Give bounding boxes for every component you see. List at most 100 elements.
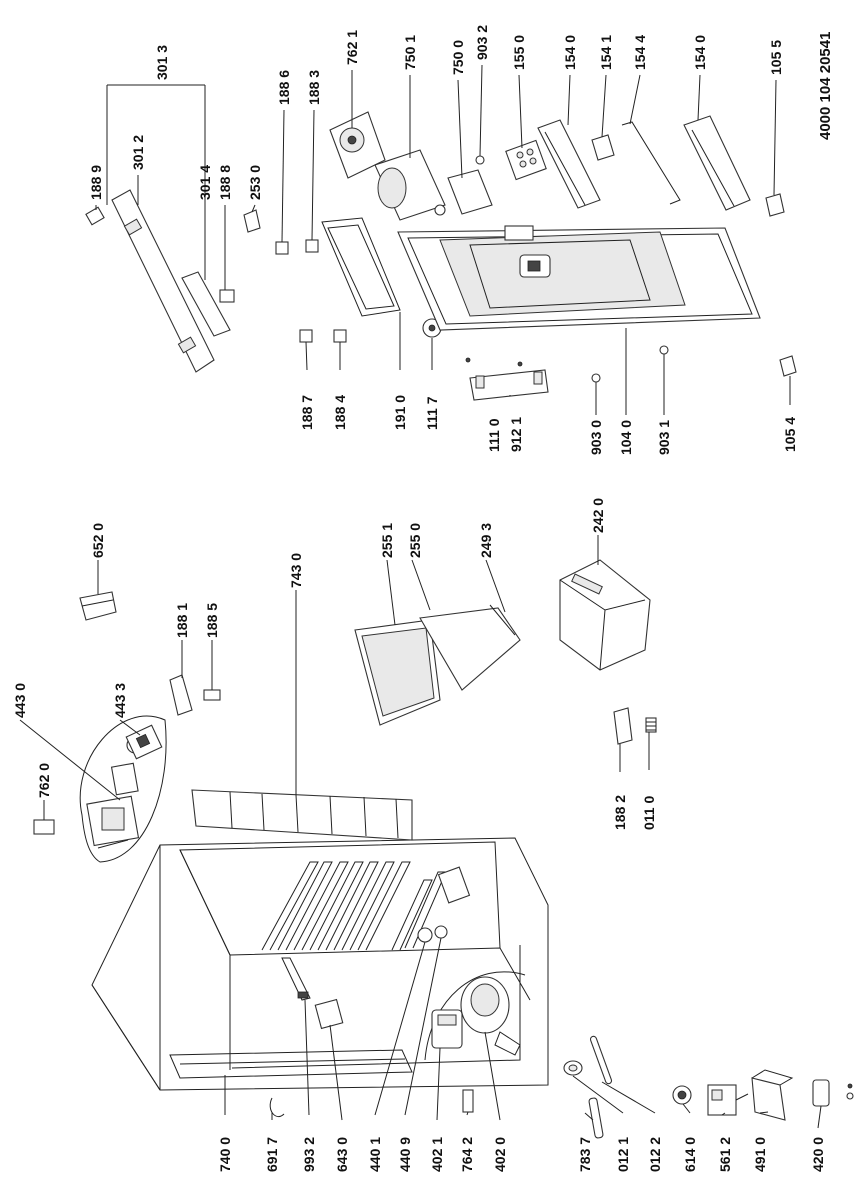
part-011-0 [645,717,657,733]
label-242-0: 242 0 [590,498,606,533]
label-783-7: 783 7 [577,1137,593,1172]
document-number: 4000 104 20541 [817,32,834,140]
left-small-parts [563,1035,854,1139]
label-561-2: 561 2 [717,1137,733,1172]
part-750-0 [447,169,493,215]
part-labels: 740 0 691 7 993 2 643 0 440 1 440 9 402 … [12,25,834,1172]
label-188-7: 188 7 [299,395,315,430]
label-912-1: 912 1 [508,417,524,452]
label-903-1: 903 1 [656,420,672,455]
part-105-4 [779,355,797,377]
door-assembly [85,111,797,401]
part-012-2 [589,1035,613,1085]
label-691-7: 691 7 [264,1137,280,1172]
label-105-5: 105 5 [768,40,784,75]
label-255-1: 255 1 [379,523,395,558]
middle-parts [33,559,657,863]
part-561-2 [707,1084,749,1116]
label-111-7: 111 7 [424,396,440,430]
part-188-7 [299,329,313,343]
part-188-6 [275,241,289,255]
part-188-9 [85,206,105,226]
part-154-0-bin-b [683,115,751,211]
part-443-0 [79,715,167,863]
part-249-3 [419,604,521,691]
label-155-0: 155 0 [511,35,527,70]
label-105-4: 105 4 [782,417,798,452]
label-301-2: 301 2 [130,135,146,170]
leader-lines [19,64,791,1121]
label-440-1: 440 1 [367,1137,383,1172]
label-188-1: 188 1 [174,603,190,638]
label-253-0: 253 0 [247,165,263,200]
label-012-2: 012 2 [647,1137,663,1172]
label-443-3: 443 3 [112,683,128,718]
part-154-0-bin-a [537,119,601,209]
label-188-5: 188 5 [204,603,220,638]
label-154-0-b: 154 0 [692,35,708,70]
label-301-4: 301 4 [197,165,213,200]
part-652-0 [79,591,117,621]
part-903-1 [659,345,669,355]
label-420-0: 420 0 [810,1137,826,1172]
label-188-6: 188 6 [276,70,292,105]
label-764-2: 764 2 [459,1137,475,1172]
part-643-0 [314,998,344,1030]
label-011-0: 011 0 [641,796,657,830]
label-154-0-a: 154 0 [562,35,578,70]
part-188-3 [305,239,319,253]
label-154-1: 154 1 [598,35,614,70]
label-740-0: 740 0 [217,1137,233,1172]
label-903-2: 903 2 [474,25,490,60]
part-191-0 [321,217,401,317]
label-188-2: 188 2 [612,795,628,830]
part-154-1 [591,134,615,161]
part-188-8 [219,289,235,303]
part-750-1 [374,149,446,221]
shelf-rails [261,861,471,951]
label-762-0: 762 0 [36,763,52,798]
label-191-0: 191 0 [392,395,408,430]
part-188-2 [613,707,633,745]
part-764-2 [462,1089,474,1113]
label-614-0: 614 0 [682,1137,698,1172]
part-420-0 [812,1079,830,1107]
label-104-0: 104 0 [618,420,634,455]
label-443-0: 443 0 [12,683,28,718]
part-743-0 [191,789,413,841]
part-255-shelf [354,619,441,726]
label-111-0: 111 0 [486,418,502,452]
label-440-9: 440 9 [397,1137,413,1172]
compressor [431,976,521,1056]
fan-440-1 [417,927,433,943]
part-740-0 [169,1049,413,1079]
part-188-5 [203,689,221,701]
part-301-control-panel [111,189,231,373]
label-154-4: 154 4 [632,35,648,70]
part-491-0 [751,1077,786,1121]
part-188-1 [169,674,193,716]
part-903-2 [475,155,485,165]
part-188-4 [333,329,347,343]
label-402-1: 402 1 [429,1137,445,1172]
label-750-0: 750 0 [450,40,466,75]
part-691-7 [269,1097,285,1118]
label-188-8: 188 8 [217,165,233,200]
part-105-5 [765,193,785,217]
label-743-0: 743 0 [288,553,304,588]
label-750-1: 750 1 [402,35,418,70]
label-402-0: 402 0 [492,1137,508,1172]
label-652-0: 652 0 [90,523,106,558]
part-253-0 [243,209,261,233]
part-903-0 [591,373,601,383]
part-762-0 [33,819,55,835]
part-111-0 [465,357,549,401]
part-762-1 [329,111,386,179]
label-012-1: 012 1 [615,1137,631,1172]
label-993-2: 993 2 [301,1137,317,1172]
label-762-1: 762 1 [344,30,360,65]
part-154-4 [621,121,681,205]
part-104-0-door [397,225,761,331]
label-188-3: 188 3 [306,70,322,105]
